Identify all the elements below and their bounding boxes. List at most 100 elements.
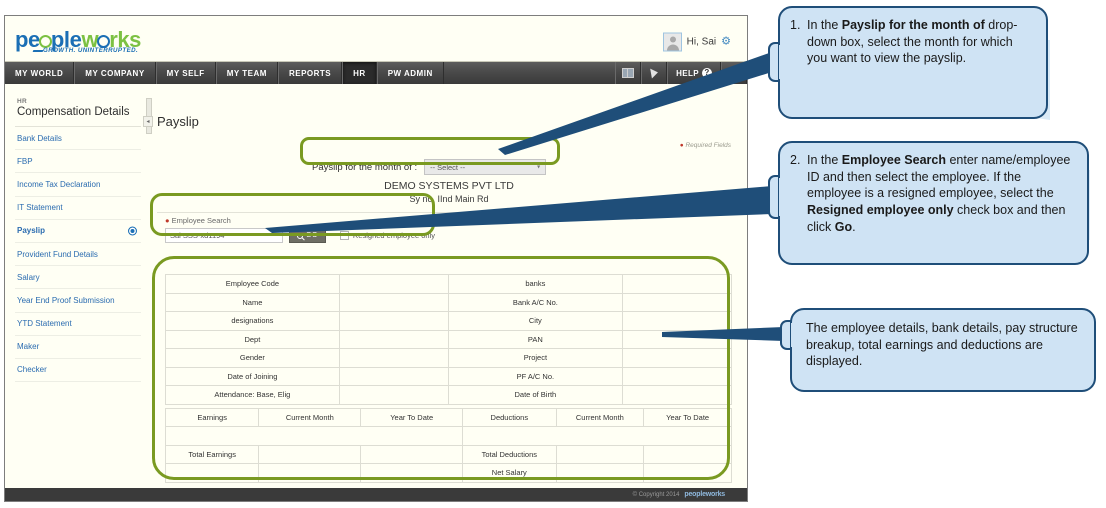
earnings-deductions-table: Earnings Current Month Year To Date Dedu… <box>164 407 732 483</box>
help-button[interactable]: HELP ? <box>667 62 721 84</box>
gear-icon[interactable]: ⚙ <box>721 35 731 48</box>
employee-details-table: Employee Code banks Name Bank A/C No. <box>165 274 733 405</box>
nav-tab-my-company[interactable]: MY COMPANY <box>74 62 156 84</box>
page-title: Payslip <box>157 114 199 129</box>
flag-icon[interactable] <box>641 62 668 84</box>
table-row-net-salary: Net Salary <box>164 463 732 483</box>
value-project <box>621 348 733 368</box>
table-header-row: Earnings Current Month Year To Date Dedu… <box>164 407 732 427</box>
employee-search-label-text: Employee Search <box>171 216 231 225</box>
sidebar-item-year-end-proof-submission[interactable]: Year End Proof Submission <box>15 289 141 313</box>
month-dropdown[interactable]: -- Select -- ▾ <box>424 159 547 175</box>
sidebar-item-bank-details[interactable]: Bank Details <box>15 127 141 151</box>
nav-tab-my-world[interactable]: MY WORLD <box>5 62 75 84</box>
table-row-empty <box>164 426 732 446</box>
value-date-of-birth <box>621 385 733 405</box>
sidebar-item-payslip[interactable]: Payslip <box>15 220 141 243</box>
avatar[interactable] <box>662 32 682 52</box>
value-total-earnings-cm <box>258 444 362 464</box>
chevron-left-icon[interactable]: ◂ <box>143 116 153 127</box>
spacer-cell-ytd <box>360 463 464 483</box>
value-bank-ac-no <box>621 292 733 312</box>
month-label: Payslip for the month of : <box>312 161 418 173</box>
label-pf-ac-no: PF A/C No. <box>447 366 623 386</box>
label-net-salary: Net Salary <box>462 463 557 483</box>
table-row-totals: Total Earnings Total Deductions <box>164 444 732 464</box>
callout-1-bold1: Payslip for the month of <box>841 18 985 32</box>
go-button[interactable]: GO <box>289 228 326 243</box>
value-gender <box>338 348 449 368</box>
value-city <box>621 311 733 331</box>
callout-2-bold1: Employee Search <box>841 153 946 167</box>
value-banks <box>621 274 733 294</box>
sidebar-item-salary[interactable]: Salary <box>15 266 141 290</box>
table-row: designations City <box>165 311 733 331</box>
nav-tab-my-self[interactable]: MY SELF <box>155 62 216 84</box>
sidebar-item-provident-fund-details[interactable]: Provident Fund Details <box>15 243 141 267</box>
callout-2-part1: In the <box>807 153 842 167</box>
logo-ring-blue <box>97 35 111 48</box>
sidebar-item-fbp[interactable]: FBP <box>15 150 141 174</box>
callout-step-2: 2. In the Employee Search enter name/emp… <box>778 141 1089 265</box>
nav-tab-hr[interactable]: HR <box>342 62 377 84</box>
sidebar-item-it-statement[interactable]: IT Statement <box>15 197 141 220</box>
menu-icon[interactable] <box>721 62 747 84</box>
go-button-label: GO <box>306 232 318 239</box>
label-total-deductions: Total Deductions <box>462 444 557 464</box>
logo-text-rks: rks <box>109 27 142 52</box>
sidebar-item-checker[interactable]: Checker <box>15 359 141 383</box>
logo-ring-green <box>38 35 52 48</box>
resigned-employee-only-checkbox[interactable] <box>339 231 349 240</box>
callout-2-bold2: Resigned employee only <box>807 202 954 217</box>
value-pan <box>621 329 733 349</box>
employee-search-input[interactable] <box>165 228 283 243</box>
help-label: HELP <box>676 68 699 78</box>
employee-search-label: ● Employee Search <box>165 216 435 225</box>
callout-1-part1: In the <box>807 18 842 32</box>
sidebar: HR Compensation Details Bank Details FBP… <box>15 98 141 501</box>
logo-tagline: GROWTH. UNINTERRUPTED. <box>43 47 139 54</box>
month-selector-row: Payslip for the month of : -- Select -- … <box>312 159 547 175</box>
required-dot-icon: ● <box>679 142 684 149</box>
value-attendance <box>338 385 449 405</box>
callout-2-text: In the Employee Search enter name/employ… <box>807 152 1075 235</box>
label-employee-code: Employee Code <box>165 274 340 294</box>
sidebar-item-income-tax-declaration[interactable]: Income Tax Declaration <box>15 173 141 197</box>
col-deductions: Deductions <box>462 407 557 427</box>
book-icon[interactable] <box>615 62 642 84</box>
nav-tab-pw-admin[interactable]: PW ADMIN <box>376 62 444 84</box>
sidebar-item-ytd-statement[interactable]: YTD Statement <box>15 313 141 336</box>
callout-2-part2: enter name/employee ID and then select t… <box>807 153 1071 201</box>
col-deductions-current-month: Current Month <box>555 407 645 427</box>
employee-search-row: GO Resigned employee only <box>165 228 435 243</box>
body-area: HR Compensation Details Bank Details FBP… <box>5 84 747 501</box>
table-row: Gender Project <box>165 348 733 368</box>
callout-3-tail-mask <box>791 323 797 347</box>
footer-logo: peopleworks <box>684 491 725 498</box>
table-row: Attendance: Base, Elig Date of Birth <box>165 385 733 405</box>
col-earnings: Earnings <box>164 407 260 427</box>
content-panel: Payslip ● Required Fields Payslip for th… <box>157 84 741 501</box>
callout-2-tail-mask <box>779 178 785 216</box>
nav-tab-my-team[interactable]: MY TEAM <box>215 62 278 84</box>
label-pan: PAN <box>447 329 623 349</box>
label-attendance: Attendance: Base, Elig <box>165 385 340 405</box>
logo-text-ple: ple <box>50 27 82 52</box>
company-name: DEMO SYSTEMS PVT LTD <box>384 180 514 192</box>
employee-search-section: ● Employee Search GO Resigned employee o… <box>165 216 435 243</box>
callout-step-3: The employee details, bank details, pay … <box>790 308 1096 392</box>
nav-tab-reports[interactable]: REPORTS <box>277 62 343 84</box>
resigned-employee-only-checkbox-wrap[interactable]: Resigned employee only <box>339 231 435 240</box>
value-total-deductions-cm <box>555 444 645 464</box>
user-block[interactable]: Hi, Sai ⚙ <box>662 32 731 52</box>
footer: © Copyright 2014 peopleworks <box>5 488 747 501</box>
question-mark-icon: ? <box>702 68 712 78</box>
callout-2-bold3: Go <box>834 219 853 234</box>
sidebar-item-maker[interactable]: Maker <box>15 336 141 359</box>
value-date-of-joining <box>338 366 449 386</box>
logo-text-pe: pe <box>15 27 40 52</box>
earnings-items-area <box>164 426 464 446</box>
